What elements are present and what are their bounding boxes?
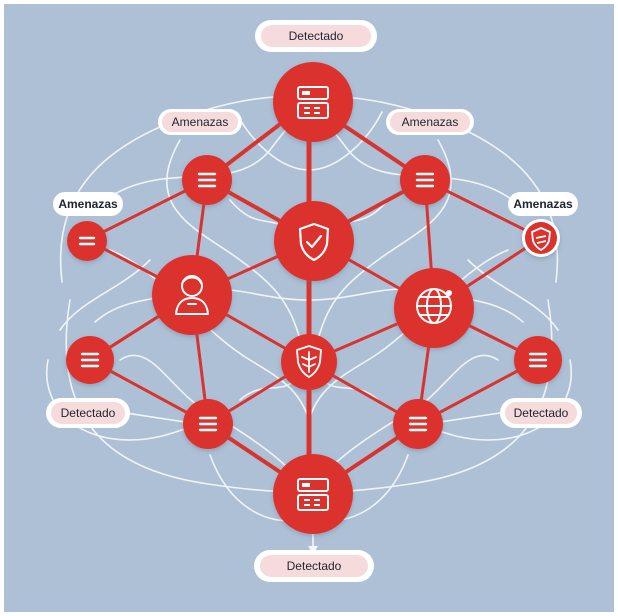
label-lower-right: Detectado [500, 398, 582, 428]
user-icon [175, 275, 209, 315]
shield-tree-icon [296, 345, 322, 378]
flow-curve [308, 249, 509, 421]
menu-icon [415, 172, 435, 188]
label-top: Detectado [255, 20, 377, 52]
label-connector [439, 412, 501, 423]
server-calculator-icon [297, 86, 329, 119]
label-lower-left: Detectado [46, 398, 130, 428]
shield-check-icon [298, 222, 330, 262]
flow-curve [467, 259, 559, 331]
flow-curve [46, 359, 206, 441]
server-calculator-icon [297, 478, 329, 511]
menu-icon [78, 236, 96, 246]
label-mid-left: Amenazas [53, 192, 123, 216]
shield-badge-icon [531, 227, 551, 251]
node-far-right-top[interactable] [522, 219, 560, 257]
flow-curve [239, 379, 296, 401]
label-mid-left-text: Amenazas [58, 197, 118, 211]
node-center-top[interactable] [274, 201, 354, 281]
node-globe[interactable] [394, 268, 474, 348]
label-upper-left-text: Amenazas [172, 115, 229, 129]
label-bottom: Detectado [254, 550, 374, 582]
menu-icon [80, 352, 100, 368]
label-mid-right: Amenazas [508, 192, 578, 216]
flow-curve [166, 139, 301, 341]
menu-icon [198, 416, 218, 432]
label-bottom-text: Detectado [287, 559, 342, 573]
menu-icon [197, 172, 217, 188]
menu-icon [528, 352, 548, 368]
label-upper-right: Amenazas [386, 109, 474, 135]
globe-icon [416, 288, 452, 324]
label-top-text: Detectado [289, 29, 344, 43]
label-mid-right-text: Amenazas [513, 197, 573, 211]
node-far-left-top[interactable] [67, 221, 107, 261]
label-connector [125, 412, 186, 423]
flow-curve [65, 299, 301, 493]
flow-curve [322, 379, 379, 401]
flow-curve [308, 111, 383, 171]
label-lower-left-text: Detectado [61, 406, 116, 420]
flow-curve [317, 139, 452, 341]
label-upper-left: Amenazas [158, 109, 242, 135]
menu-icon [408, 416, 428, 432]
label-upper-right-text: Amenazas [402, 115, 459, 129]
label-lower-right-text: Detectado [514, 406, 569, 420]
